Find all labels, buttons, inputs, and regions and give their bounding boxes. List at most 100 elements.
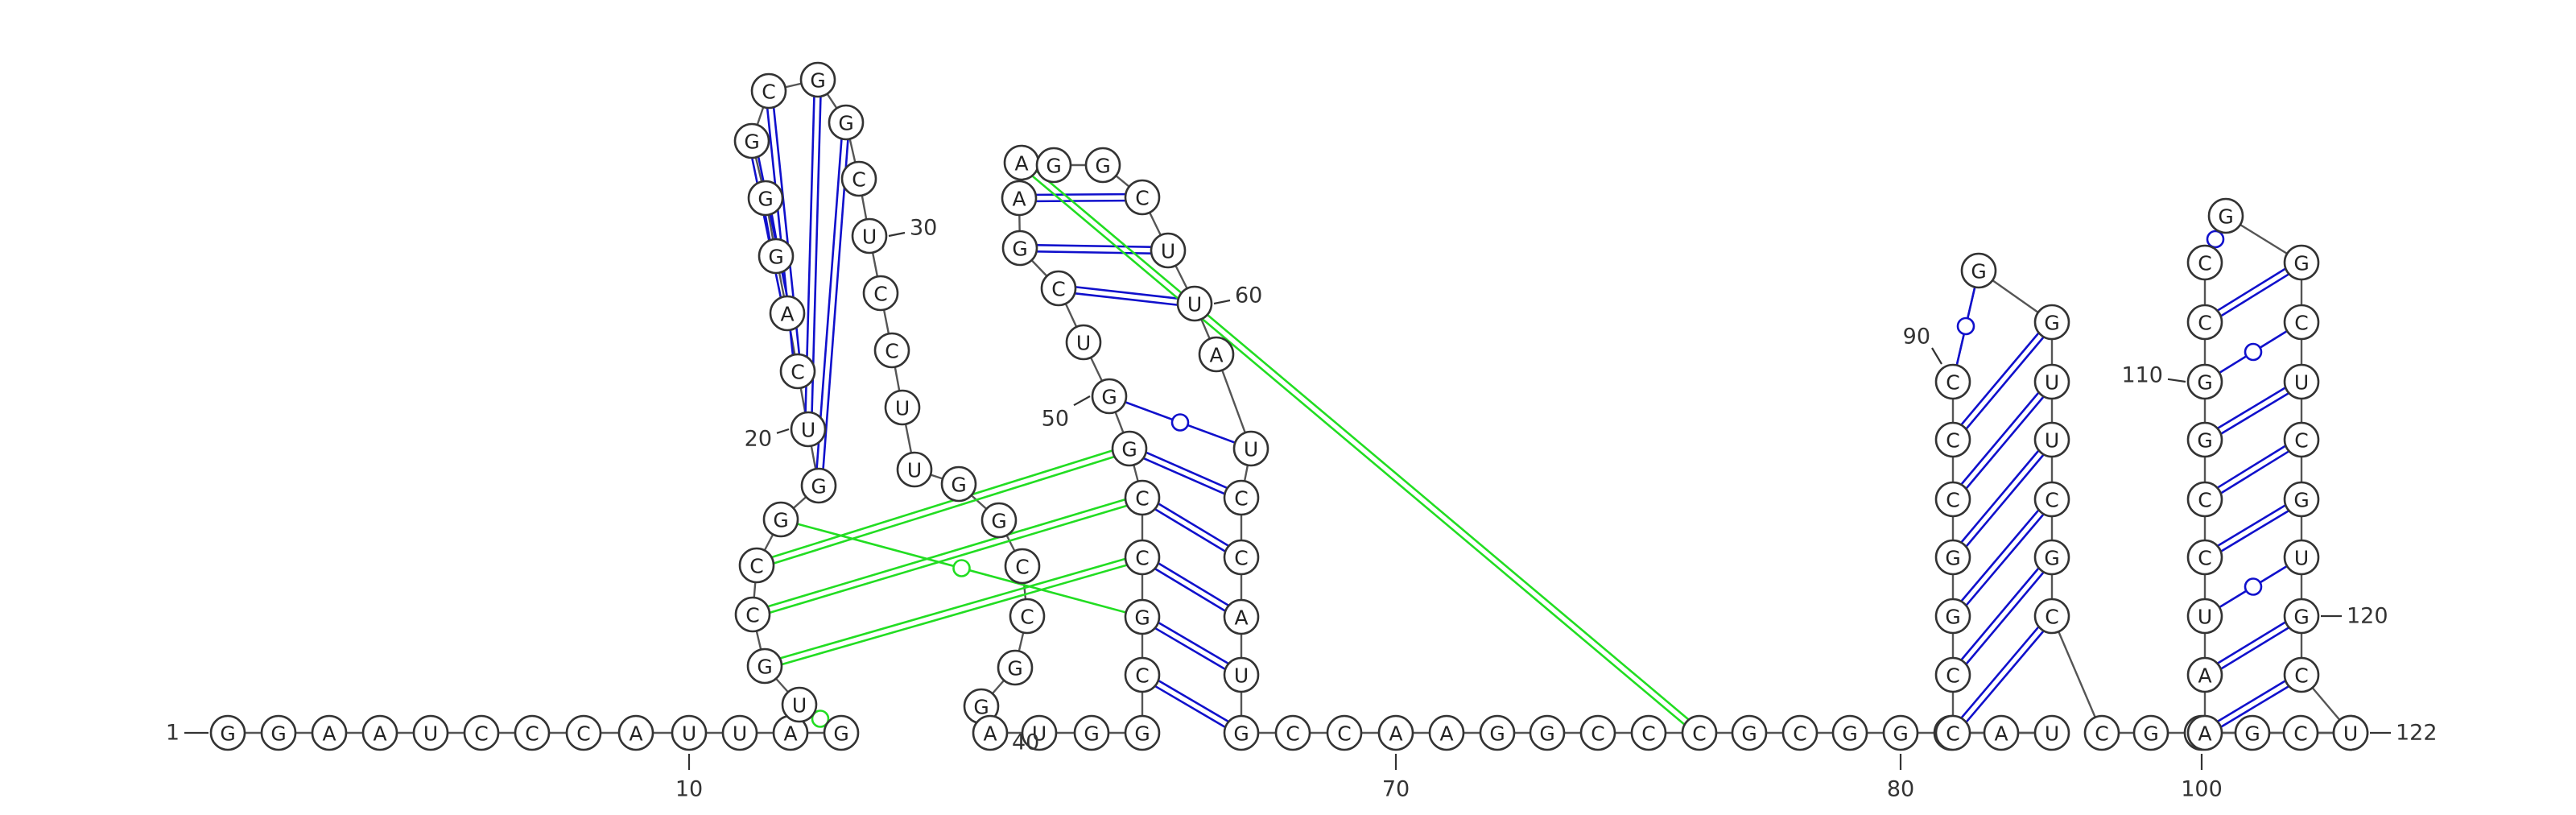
position-tick — [2167, 378, 2186, 383]
nucleotide: G — [1882, 714, 1919, 751]
nucleotide: C — [840, 160, 877, 197]
nucleotide-circle — [514, 714, 551, 751]
base-pair-line — [2220, 392, 2289, 435]
nucleotide-circle — [862, 275, 899, 312]
nucleotide-letter: C — [2198, 547, 2211, 570]
nucleotide: G — [2234, 714, 2271, 751]
nucleotide-circle — [1150, 232, 1187, 269]
nucleotide: A — [972, 714, 1009, 751]
nucleotide-circle — [1326, 714, 1363, 751]
nucleotide: G — [828, 104, 865, 141]
base-pair-line — [1965, 336, 2045, 430]
nucleotide-letter: G — [1945, 606, 1960, 629]
nucleotide-letter: C — [791, 361, 804, 384]
nucleotide-letter: A — [1234, 606, 1248, 630]
nucleotide: C — [2283, 656, 2320, 693]
nucleotide-circle — [311, 714, 348, 751]
nucleotide-circle — [1960, 252, 1997, 289]
nucleotide-letter: G — [2143, 722, 2158, 746]
nucleotide-circle — [565, 714, 602, 751]
nucleotide: C — [2033, 481, 2070, 518]
nucleotide-letter: U — [1187, 293, 1202, 316]
nucleotide-letter: G — [773, 509, 788, 532]
nucleotide-circle — [2033, 363, 2070, 400]
nucleotide: U — [1021, 714, 1058, 751]
nucleotide-circle — [746, 647, 783, 685]
nucleotide-letter: U — [801, 419, 815, 442]
nucleotide-circle — [1124, 714, 1161, 751]
base-pair-line — [1960, 391, 2040, 486]
nucleotide: A — [1377, 714, 1414, 751]
nucleotide: G — [2207, 197, 2244, 234]
nucleotide-circle — [997, 649, 1034, 686]
nucleotide-circle — [2283, 656, 2320, 693]
nucleotide-letter: G — [1489, 722, 1505, 746]
nucleotide-circle — [1124, 598, 1161, 635]
pseudoknot-line — [773, 455, 1115, 565]
nucleotide-circle — [1111, 430, 1148, 467]
nucleotide: G — [762, 501, 799, 538]
base-pair-line — [1965, 571, 2045, 665]
nucleotide: C — [862, 275, 899, 312]
nucleotide: C — [2186, 539, 2223, 576]
nucleotide-circle — [2033, 304, 2070, 341]
nucleotide-letter: A — [2198, 664, 2211, 688]
pseudoknot-line — [771, 449, 1113, 559]
nucleotide-letter: A — [1439, 722, 1453, 746]
nucleotide: C — [1124, 656, 1161, 693]
nucleotide-letter: G — [2293, 252, 2309, 275]
nucleotide: C — [1934, 714, 1971, 751]
base-pair-line — [1146, 451, 1228, 490]
nucleotide-circle — [972, 714, 1009, 751]
nucleotide: G — [2186, 421, 2223, 458]
base-pair-line — [2220, 510, 2289, 552]
nucleotide-letter: G — [2197, 429, 2212, 453]
nucleotide: U — [2332, 714, 2369, 751]
nucleotide-circle — [209, 714, 246, 751]
nucleotide-circle — [463, 714, 500, 751]
nucleotide-circle — [1731, 714, 1768, 751]
nucleotide-letter: U — [2045, 371, 2059, 395]
nucleotide-letter: C — [1946, 489, 1959, 512]
nucleotide-circle — [1223, 714, 1260, 751]
nucleotide-circle — [1091, 378, 1128, 415]
nucleotide-letter: G — [1121, 438, 1137, 461]
nucleotide-letter: U — [792, 694, 807, 718]
nucleotide: C — [1934, 481, 1971, 518]
position-label-110: 110 — [2121, 363, 2163, 388]
nucleotide-letter: G — [1741, 722, 1757, 746]
nucleotide-letter: U — [2294, 547, 2309, 570]
nucleotide: C — [1040, 270, 1077, 307]
nucleotide-circle — [1428, 714, 1465, 751]
nucleotide-letter: G — [757, 656, 772, 679]
nucleotide-circle — [747, 180, 784, 217]
nucleotide-circle — [1479, 714, 1516, 751]
nucleotide-letter: C — [1051, 278, 1065, 301]
nucleotide-circle — [1223, 539, 1260, 576]
nucleotide: C — [1223, 539, 1260, 576]
nucleotide-letter: C — [1135, 487, 1149, 511]
position-label-122: 122 — [2396, 721, 2438, 746]
pseudoknot-line — [779, 557, 1126, 660]
nucleotide-circle — [1084, 147, 1121, 184]
nucleotide: G — [1479, 714, 1516, 751]
gu-pair-marker — [952, 559, 971, 577]
nucleotide-circle — [1934, 714, 1971, 751]
nucleotide-circle — [1124, 479, 1161, 516]
nucleotide-circle — [1232, 430, 1269, 467]
base-pair-line — [1158, 680, 1229, 723]
nucleotide-circle — [2132, 714, 2169, 751]
nucleotide: G — [1223, 714, 1260, 751]
nucleotide-letter: C — [2294, 429, 2308, 453]
nucleotide-circle — [1198, 336, 1235, 373]
nucleotide: G — [758, 238, 795, 275]
nucleotide: G — [1111, 430, 1148, 467]
nucleotide: C — [1124, 179, 1161, 216]
nucleotide-letter: C — [576, 722, 590, 746]
base-pair-line — [1154, 568, 1226, 612]
nucleotide-circle — [2186, 244, 2223, 281]
nucleotide-circle — [1124, 179, 1161, 216]
nucleotide-circle — [940, 465, 977, 503]
nucleotide-letter: G — [1101, 386, 1117, 409]
